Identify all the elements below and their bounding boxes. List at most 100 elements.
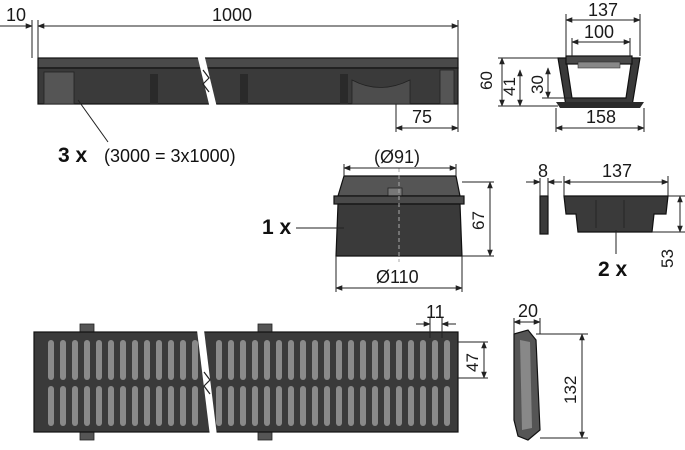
grate-slot <box>312 386 318 426</box>
grate-slot <box>240 386 246 426</box>
grate-slot <box>228 386 234 426</box>
grate-slot <box>324 386 330 426</box>
outlet-quantity: 1 x <box>262 216 292 239</box>
grate-slot <box>108 340 114 380</box>
dim-outlet-bottom: Ø110 <box>376 267 419 287</box>
channel-break-symbol <box>202 69 210 93</box>
grate-slot <box>264 340 270 380</box>
channel-cross-section <box>556 55 644 108</box>
channel-top-rim <box>37 57 459 69</box>
channel-end-joint <box>43 71 75 105</box>
grate-slot <box>288 340 294 380</box>
grate-slot <box>84 340 90 380</box>
channel-rib <box>240 74 248 104</box>
channel-quantity: 3 x <box>58 144 88 167</box>
grate-slot <box>60 340 66 380</box>
grate-part <box>33 323 459 441</box>
grate-slot <box>120 340 126 380</box>
grate-section-highlight <box>520 340 532 430</box>
grate-break-symbol <box>203 371 211 395</box>
grate-slot <box>312 340 318 380</box>
grate-slot <box>180 386 186 426</box>
grate-slot <box>84 386 90 426</box>
grate-slot <box>168 386 174 426</box>
dim-cap-height: 53 <box>658 249 677 268</box>
dim-section-inner: 100 <box>584 22 614 42</box>
grate-slot <box>372 386 378 426</box>
grate-slot <box>132 386 138 426</box>
grate-slot <box>72 340 78 380</box>
grate-slot <box>420 386 426 426</box>
grate-slot <box>144 340 150 380</box>
grate-slot <box>444 340 450 380</box>
grate-slot-pattern <box>48 340 450 426</box>
grate-slot <box>216 386 222 426</box>
channel-end-joint <box>439 69 455 105</box>
grate-slot <box>168 340 174 380</box>
dim-grate-section-width: 132 <box>561 376 580 404</box>
grate-slot <box>336 340 342 380</box>
grate-dimensions: 11 47 <box>416 302 488 379</box>
grate-slot <box>48 386 54 426</box>
channel-rib <box>150 74 158 104</box>
grate-slot <box>180 340 186 380</box>
grate-slot <box>300 386 306 426</box>
dim-grate-width: 47 <box>463 353 482 372</box>
grate-slot <box>360 340 366 380</box>
outlet-dimensions: (Ø91) 67 Ø110 1 x <box>262 147 494 292</box>
grate-slot <box>156 340 162 380</box>
grate-slot <box>432 386 438 426</box>
dim-channel-length: 1000 <box>212 5 252 25</box>
dim-cap-width: 137 <box>602 161 632 181</box>
grate-slot <box>360 386 366 426</box>
grate-slot <box>372 340 378 380</box>
grate-slot <box>324 340 330 380</box>
channel-break-mark <box>196 51 218 111</box>
grate-slot <box>408 340 414 380</box>
grate-slot <box>144 386 150 426</box>
grate-slot <box>132 340 138 380</box>
grate-slot <box>264 386 270 426</box>
dim-cap-thickness: 8 <box>538 161 548 181</box>
grate-slot <box>432 340 438 380</box>
grate-slot <box>48 340 54 380</box>
grate-section-dimensions: 20 132 <box>513 301 588 439</box>
grate-slot <box>108 386 114 426</box>
grate-slot <box>96 340 102 380</box>
grate-slot <box>348 386 354 426</box>
grate-slot <box>276 340 282 380</box>
dim-section-depth: 30 <box>528 75 547 94</box>
dim-grate-thickness: 20 <box>518 301 538 321</box>
outlet-part <box>333 168 465 262</box>
end-cap-quantity: 2 x <box>598 258 628 281</box>
channel-total-note: (3000 = 3x1000) <box>104 146 236 166</box>
channel-side-view <box>37 51 459 111</box>
grate-slot <box>60 386 66 426</box>
grate-slot <box>408 386 414 426</box>
grate-section <box>513 329 541 441</box>
grate-slot <box>396 386 402 426</box>
dim-channel-outlet: 75 <box>412 107 432 127</box>
grate-slot <box>252 386 258 426</box>
grate-slot <box>240 340 246 380</box>
channel-rib <box>340 74 348 104</box>
dim-channel-end: 10 <box>6 5 26 25</box>
grate-slot <box>288 386 294 426</box>
grate-slot <box>72 386 78 426</box>
grate-slot <box>192 386 198 426</box>
grate-slot <box>96 386 102 426</box>
dim-outlet-top: (Ø91) <box>374 147 420 167</box>
grate-slot <box>444 386 450 426</box>
grate-slot <box>216 340 222 380</box>
dim-section-top: 137 <box>588 0 618 20</box>
grate-slot <box>396 340 402 380</box>
grate-slot <box>252 340 258 380</box>
dim-section-inner-height: 41 <box>500 77 519 96</box>
grate-slot <box>384 340 390 380</box>
grate-slot <box>156 386 162 426</box>
dim-section-bottom: 158 <box>586 107 616 127</box>
grate-slot <box>300 340 306 380</box>
channel-dimensions: 10 1000 75 3 x (3000 = 3x1000) <box>0 5 459 167</box>
